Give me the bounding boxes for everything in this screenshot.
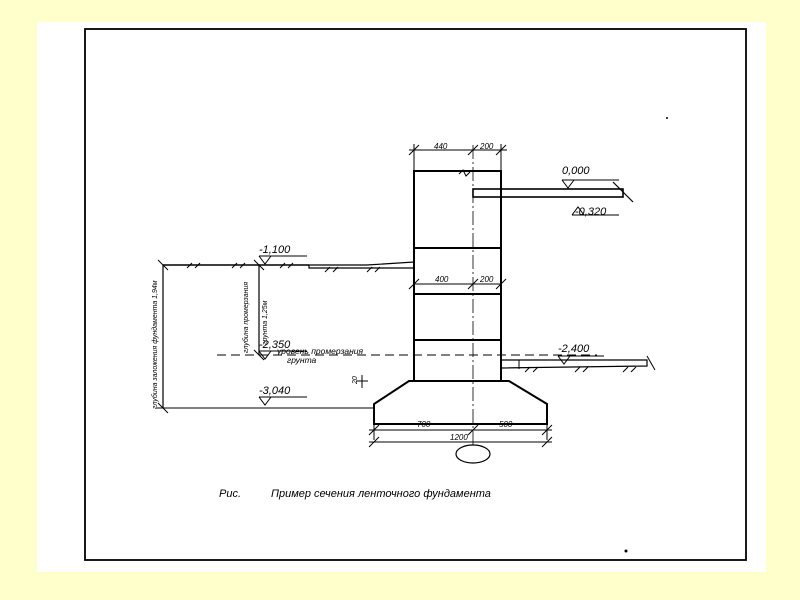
dim-top-insulation: 200 bbox=[479, 142, 494, 151]
top-dimension-line bbox=[408, 144, 507, 171]
frost-line-label: уровень промерзания bbox=[276, 346, 363, 356]
bed-thickness-marker bbox=[356, 375, 368, 388]
dim-bed-thickness: 20 bbox=[352, 376, 359, 385]
drawing-frame bbox=[84, 28, 747, 561]
dim-top-wall: 440 bbox=[434, 142, 448, 151]
drawing-sheet: 440 200 400 200 700 500 1200 20 0,000 -0… bbox=[37, 22, 766, 572]
dim-footing-right: 500 bbox=[499, 420, 513, 429]
floor-slab bbox=[472, 181, 634, 203]
dim-mid-insulation: 200 bbox=[479, 275, 494, 284]
caption-prefix: Рис. bbox=[219, 488, 241, 500]
elevation-zero: 0,000 bbox=[562, 165, 590, 177]
elevation-markers bbox=[258, 179, 619, 406]
mid-dimension-line bbox=[408, 278, 507, 290]
speck bbox=[666, 117, 668, 119]
elevation-footing-base: -3,040 bbox=[259, 385, 291, 397]
dim-mid-wall: 400 bbox=[435, 275, 449, 284]
left-dimension-lines bbox=[157, 259, 374, 414]
dim-footing-left: 700 bbox=[417, 420, 431, 429]
footing-depth-label: глубина заложения фундамента 1,94м bbox=[151, 280, 159, 409]
elevation-ground-left: -1,100 bbox=[259, 244, 291, 256]
frost-depth-label: глубина промерзания bbox=[242, 282, 250, 353]
ground-right bbox=[500, 355, 656, 373]
caption-text: Пример сечения ленточного фундамента bbox=[271, 488, 491, 500]
axis-marker bbox=[455, 444, 491, 464]
elevation-slab: -0,320 bbox=[575, 206, 607, 218]
foundation-section-drawing: 440 200 400 200 700 500 1200 20 0,000 -0… bbox=[84, 28, 747, 561]
dim-footing-total: 1200 bbox=[450, 433, 468, 442]
elevation-frost: -2,350 bbox=[259, 339, 291, 351]
speck bbox=[624, 549, 628, 553]
elevation-ground-right: -2,400 bbox=[558, 343, 590, 355]
frost-depth-label-2: грунта 1,25м bbox=[262, 300, 269, 345]
footing bbox=[373, 380, 548, 425]
frost-line-label-2: грунта bbox=[287, 355, 317, 365]
bottom-dimension-line bbox=[368, 424, 553, 448]
ground-left bbox=[163, 261, 415, 273]
